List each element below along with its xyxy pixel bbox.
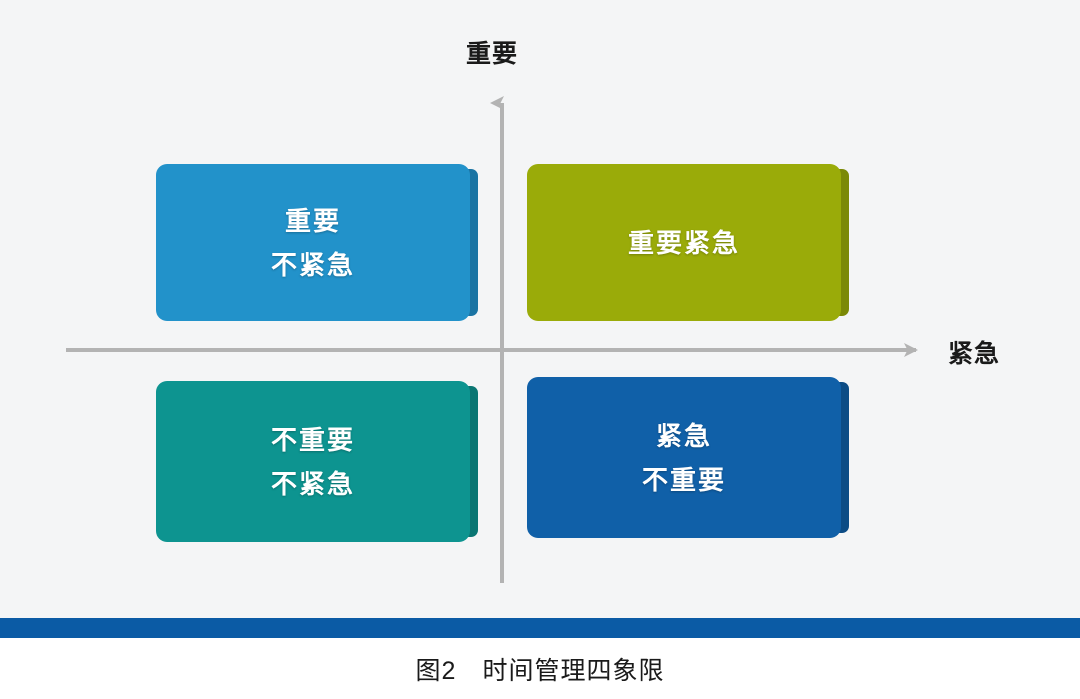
quadrant-face [527, 164, 841, 321]
quadrant-urgent-not-important[interactable]: 紧急 不重要 [527, 377, 849, 538]
quadrant-face [156, 164, 470, 321]
quadrant-label-line-2: 不紧急 [270, 249, 355, 280]
quadrant-important-urgent[interactable]: 重要紧急 [527, 164, 849, 321]
figure-caption: 图2 时间管理四象限 [415, 656, 665, 685]
quadrant-label-line-2: 不紧急 [270, 468, 355, 499]
quadrant-label-line-1: 不重要 [270, 424, 355, 455]
quadrant-label-line-1: 重要紧急 [627, 227, 740, 258]
caption-area: 图2 时间管理四象限 [0, 638, 1080, 699]
quadrant-label-line-1: 紧急 [655, 420, 712, 451]
quadrant-label-group: 不重要 不紧急 [156, 418, 478, 506]
quadrant-label-group: 重要 不紧急 [156, 199, 478, 287]
axis-label-important: 重要 [466, 40, 519, 68]
quadrant-not-important-not-urgent[interactable]: 不重要 不紧急 [156, 381, 478, 542]
quadrant-label-group: 紧急 不重要 [527, 414, 849, 502]
axis-label-urgent: 紧急 [948, 340, 1001, 368]
quadrant-important-not-urgent[interactable]: 重要 不紧急 [156, 164, 478, 321]
quadrant-label-line-2: 不重要 [641, 464, 726, 495]
quadrant-label-group: 重要紧急 [527, 221, 849, 265]
bottom-rule [0, 618, 1080, 638]
quadrant-diagram: 重要 紧急 重要 不紧急 重要紧急 不重要 不紧急 紧急 不重要 [66, 40, 1001, 583]
quadrant-face [156, 381, 470, 542]
quadrant-label-line-1: 重要 [284, 205, 341, 236]
quadrant-face [527, 377, 841, 538]
axes-group [66, 96, 918, 583]
